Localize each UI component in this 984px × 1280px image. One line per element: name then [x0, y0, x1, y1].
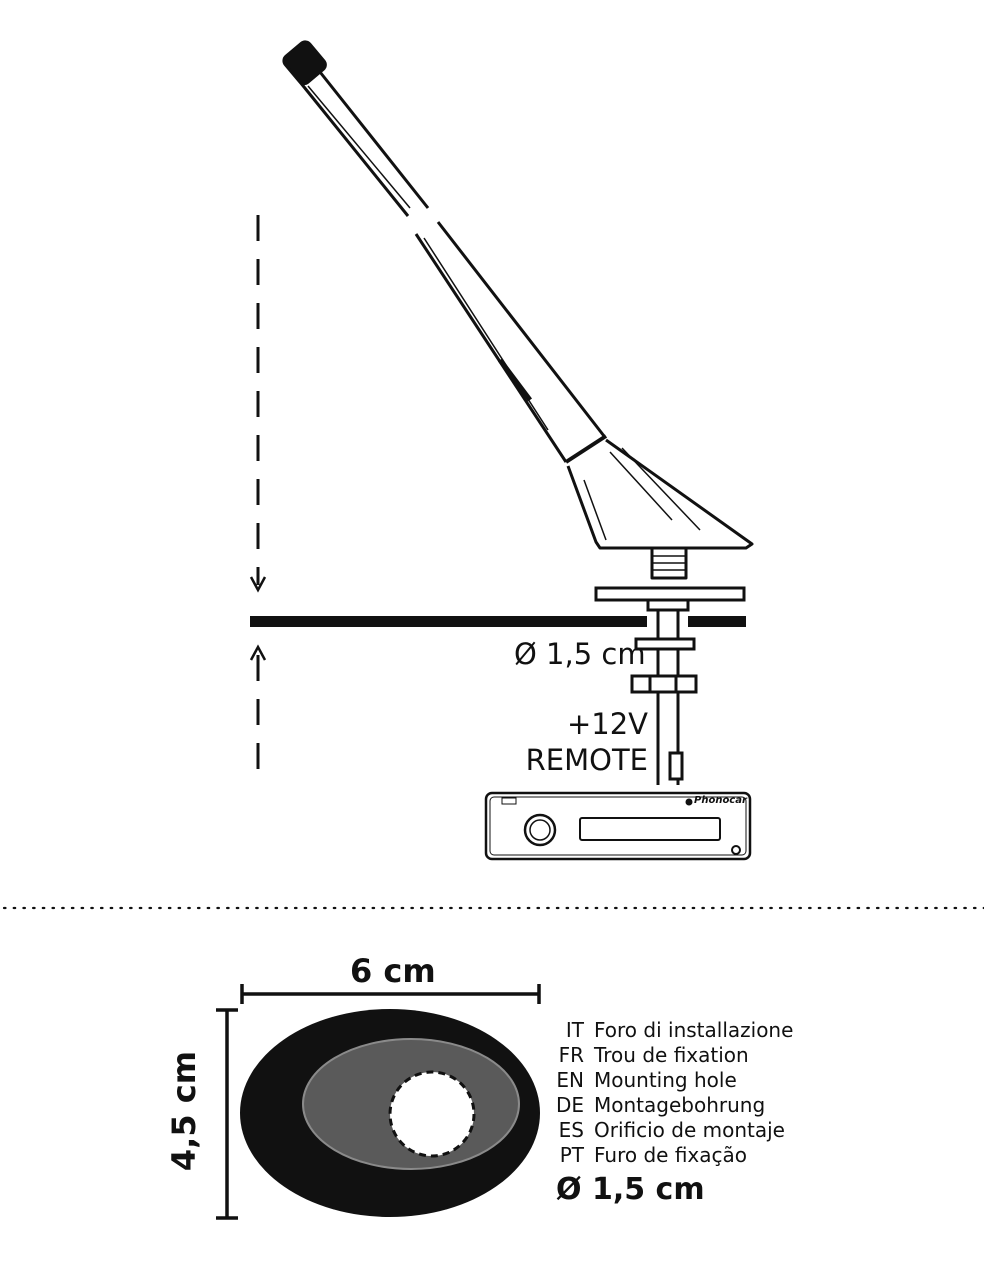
legend-row-en: EN Mounting hole [548, 1068, 793, 1093]
lang-code: FR [558, 1043, 584, 1067]
wire-label-power: +12V [566, 707, 648, 741]
legend-row-de: DE Montagebohrung [548, 1093, 793, 1118]
lang-code: EN [556, 1068, 584, 1092]
car-radio [484, 791, 752, 861]
language-legend: IT Foro di installazione FR Trou de fixa… [548, 1018, 793, 1168]
roof-panel [250, 616, 746, 627]
lang-text: Montagebohrung [594, 1093, 766, 1117]
legend-row-es: ES Orificio de montaje [548, 1118, 793, 1143]
lang-text: Orificio de montaje [594, 1118, 785, 1142]
legend-row-fr: FR Trou de fixation [548, 1043, 793, 1068]
wire-label-remote: REMOTE [525, 743, 648, 777]
lang-text: Foro di installazione [594, 1018, 794, 1042]
width-label: 6 cm [350, 952, 436, 990]
height-label: 4,5 cm [165, 1050, 203, 1172]
lang-code: ES [558, 1118, 584, 1142]
legend-row-it: IT Foro di installazione [548, 1018, 794, 1043]
height-dimension [216, 1008, 238, 1220]
mounting-hardware [594, 586, 746, 785]
lang-code: PT [559, 1143, 584, 1167]
width-dimension [240, 984, 541, 1004]
radio-brand-label: Phonocar [694, 795, 747, 806]
lang-text: Trou de fixation [594, 1043, 749, 1067]
mounting-hole [388, 1070, 476, 1158]
hole-diameter-label: Ø 1,5 cm [514, 637, 646, 671]
hole-diameter-value: Ø 1,5 cm [556, 1172, 705, 1207]
antenna-mast [282, 40, 754, 580]
legend-row-pt: PT Furo de fixação [548, 1143, 793, 1168]
lang-code: DE [555, 1093, 584, 1117]
lang-text: Furo de fixação [594, 1143, 747, 1167]
vertical-guide [249, 215, 267, 785]
lang-code: IT [565, 1018, 584, 1042]
lang-text: Mounting hole [594, 1068, 737, 1092]
